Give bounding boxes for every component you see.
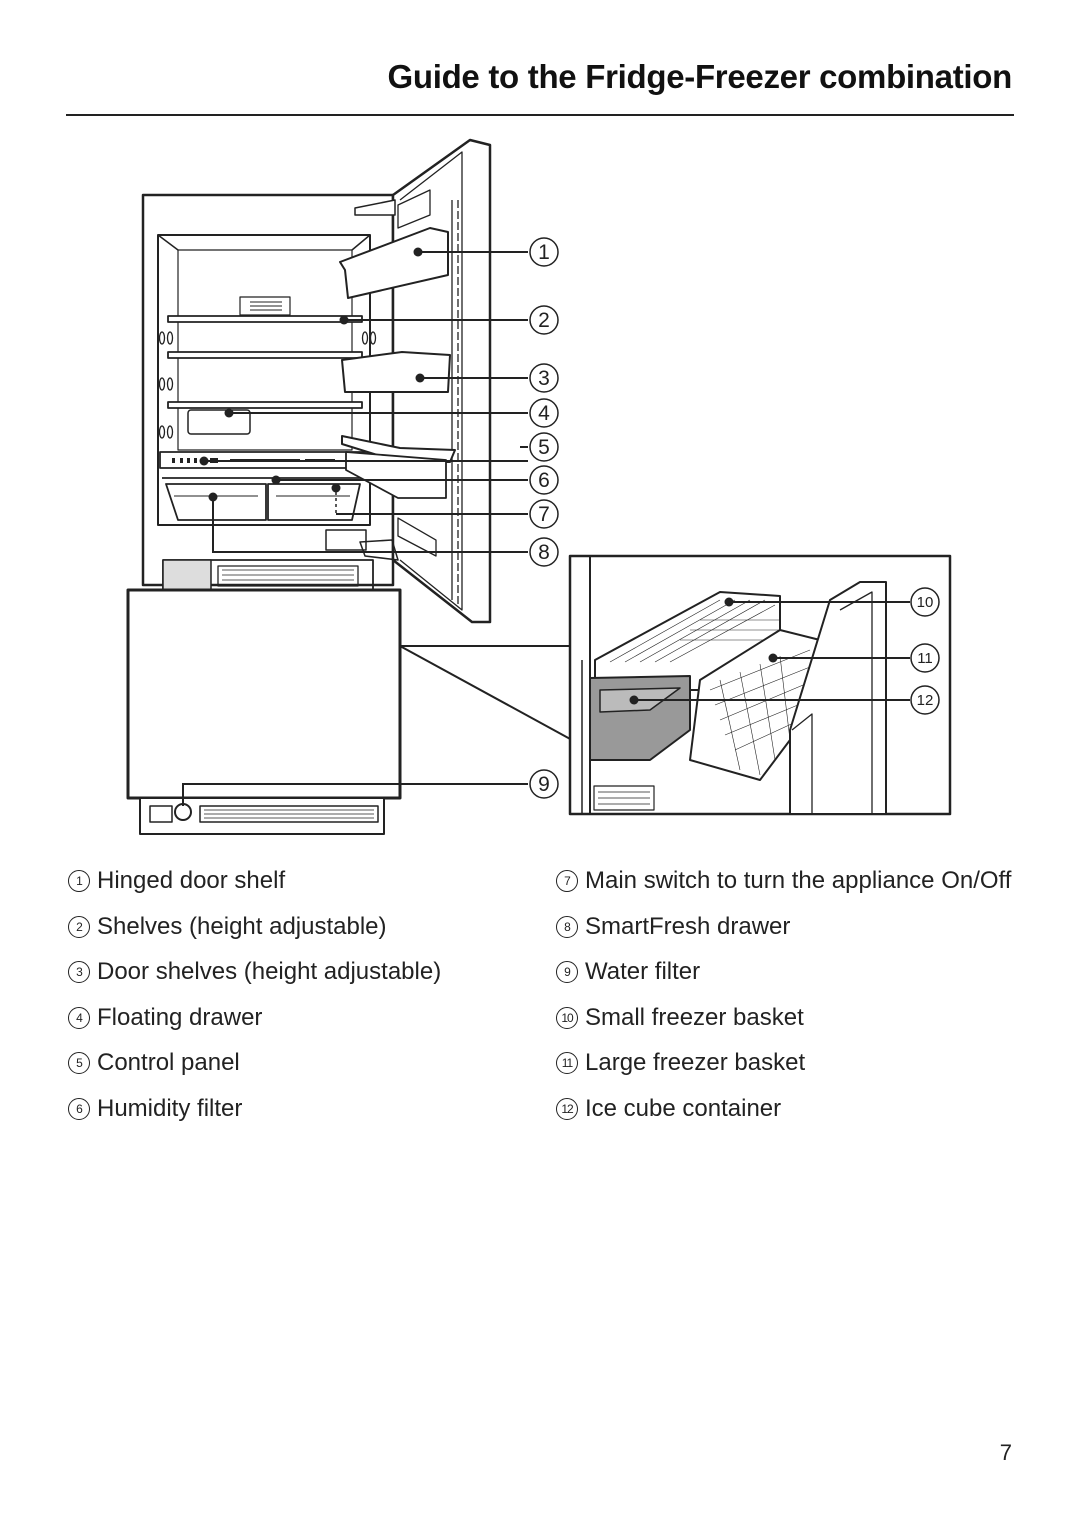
legend-item: 5 Control panel <box>68 1048 441 1077</box>
legend-label: Small freezer basket <box>585 1003 804 1031</box>
legend-item: 4 Floating drawer <box>68 1003 441 1032</box>
callout-5: 5 <box>538 436 550 459</box>
legend-item: 1 Hinged door shelf <box>68 866 441 895</box>
page-title: Guide to the Fridge-Freezer combination <box>387 58 1012 95</box>
callout-3: 3 <box>538 367 550 390</box>
page-number: 7 <box>999 1440 1012 1465</box>
legend-label: Ice cube container <box>585 1094 782 1122</box>
legend-label: Water filter <box>585 958 701 985</box>
legend-item: 2 Shelves (height adjustable) <box>68 912 441 941</box>
legend-item: 7 Main switch to turn the appliance On/Of… <box>556 866 1016 895</box>
legend-number: 4 <box>68 1006 90 1029</box>
callout-9: 9 <box>538 773 550 796</box>
legend-number: 8 <box>556 915 578 938</box>
legend-item: 3 Door shelves (height adjustable) <box>68 957 441 986</box>
legend-number: 11 <box>556 1052 578 1074</box>
legend-number: 9 <box>556 961 578 983</box>
legend-label: Hinged door shelf <box>97 867 286 894</box>
legend-number: 7 <box>556 870 578 892</box>
freezer-inset <box>568 554 952 816</box>
legend-number: 1 <box>68 870 90 892</box>
legend-item: 9 Water filter <box>556 957 1016 986</box>
fridge-freezer-diagram: 1 2 3 4 5 6 7 8 9 10 11 12 <box>126 138 952 835</box>
legend-number: 5 <box>68 1052 90 1074</box>
freezer-unit <box>126 559 402 835</box>
legend-item: 6 Humidity filter <box>68 1094 441 1123</box>
legend-item: 8 SmartFresh drawer <box>556 912 1016 941</box>
callout-11: 11 <box>917 650 933 667</box>
legend-left: 1 Hinged door shelf 2 Shelves (height adju… <box>68 866 441 1139</box>
title-rule <box>66 114 1014 116</box>
legend-label: Shelves (height adjustable) <box>97 912 387 940</box>
legend-label: Control panel <box>97 1049 240 1076</box>
legend-number: 3 <box>68 961 90 983</box>
legend-label: Large freezer basket <box>585 1049 806 1076</box>
legend-number: 6 <box>68 1097 90 1120</box>
legend-item: 12 Ice cube container <box>556 1094 1016 1123</box>
legend-item: 10 Small freezer basket <box>556 1003 1016 1032</box>
legend-label: Floating drawer <box>97 1003 263 1031</box>
legend-label: Humidity filter <box>97 1094 243 1122</box>
callout-6: 6 <box>538 469 550 492</box>
callout-1: 1 <box>538 241 550 264</box>
legend-number: 2 <box>68 915 90 938</box>
callout-12: 12 <box>917 692 934 709</box>
legend-item: 11 Large freezer basket <box>556 1048 1016 1077</box>
callout-10: 10 <box>917 594 934 611</box>
legend-label: SmartFresh drawer <box>585 912 791 940</box>
legend-number: 10 <box>556 1006 578 1029</box>
legend-number: 12 <box>556 1097 578 1120</box>
legend-label: Main switch to turn the appliance On/Off <box>585 867 1012 894</box>
legend-label: Door shelves (height adjustable) <box>97 958 442 985</box>
callout-8: 8 <box>538 541 550 564</box>
callout-4: 4 <box>538 402 550 425</box>
fridge-door <box>339 138 492 624</box>
callout-2: 2 <box>538 309 550 332</box>
legend-right: 7 Main switch to turn the appliance On/Of… <box>556 866 1016 1139</box>
callout-7: 7 <box>538 503 550 526</box>
